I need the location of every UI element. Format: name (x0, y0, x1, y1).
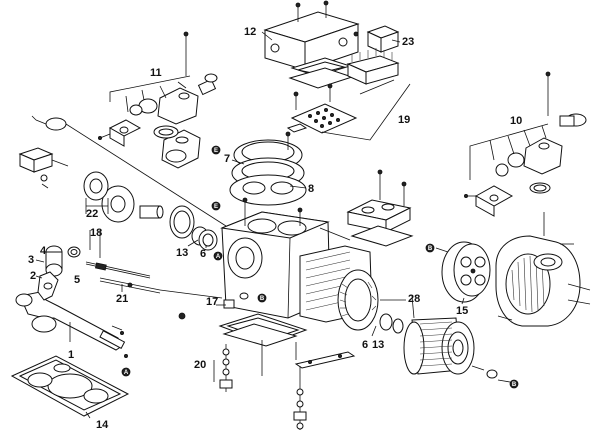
label-part-2: 2 (30, 270, 36, 282)
valve-plate (346, 169, 414, 247)
gasket-set (10, 355, 130, 417)
label-part-1: 1 (68, 349, 74, 361)
motor-stator (379, 299, 511, 383)
marker-b-1: B (257, 293, 267, 303)
label-part-10: 10 (510, 115, 522, 127)
label-part-7: 7 (224, 153, 230, 165)
label-part-19: 19 (398, 114, 410, 126)
label-part-5: 5 (74, 274, 80, 286)
label-part-28: 28 (408, 293, 420, 305)
part-number-labels: 12 23 11 19 10 7 8 22 18 4 3 13 6 2 5 15… (28, 26, 522, 431)
label-part-13-right: 13 (372, 339, 384, 351)
svg-text:A: A (124, 370, 129, 376)
marker-b-3: B (509, 379, 519, 389)
label-part-23: 23 (402, 36, 414, 48)
suction-valve-assembly (18, 31, 227, 227)
svg-text:E: E (214, 204, 218, 210)
discharge-valve-assembly (463, 71, 587, 217)
cylinder-head-assembly (229, 131, 307, 206)
marker-a-2: A (121, 367, 131, 377)
crankcase-body (220, 197, 379, 331)
label-part-15: 15 (456, 305, 468, 317)
marker-b-2: B (425, 243, 435, 253)
svg-text:B: B (512, 382, 517, 388)
label-part-4: 4 (40, 245, 47, 257)
fan-and-end-cover (435, 212, 591, 327)
label-part-6-right: 6 (362, 339, 368, 351)
connection-markers: E E A B A B B (121, 145, 519, 389)
marker-e-1: E (211, 145, 221, 155)
label-part-6-left: 6 (200, 248, 206, 260)
crankshaft-and-pump-parts (15, 245, 223, 358)
label-part-13-left: 13 (176, 247, 188, 259)
terminal-box-assembly (263, 0, 411, 141)
leader-lines (35, 31, 465, 419)
label-part-12: 12 (244, 26, 256, 38)
label-part-17: 17 (206, 296, 218, 308)
cover-plate-and-fittings (178, 292, 356, 430)
label-part-22: 22 (86, 208, 98, 220)
label-part-3: 3 (28, 254, 34, 266)
marker-a-1: A (213, 251, 223, 261)
svg-text:E: E (214, 148, 218, 154)
marker-e-2: E (211, 201, 221, 211)
label-part-8: 8 (308, 183, 314, 195)
svg-text:B: B (428, 246, 433, 252)
svg-text:B: B (260, 296, 265, 302)
label-part-18: 18 (90, 227, 102, 239)
bearing-and-gaskets (101, 185, 218, 251)
label-part-20: 20 (194, 359, 206, 371)
label-part-11: 11 (150, 67, 162, 79)
label-part-21: 21 (116, 293, 128, 305)
svg-text:A: A (216, 254, 221, 260)
label-part-14: 14 (96, 419, 109, 431)
